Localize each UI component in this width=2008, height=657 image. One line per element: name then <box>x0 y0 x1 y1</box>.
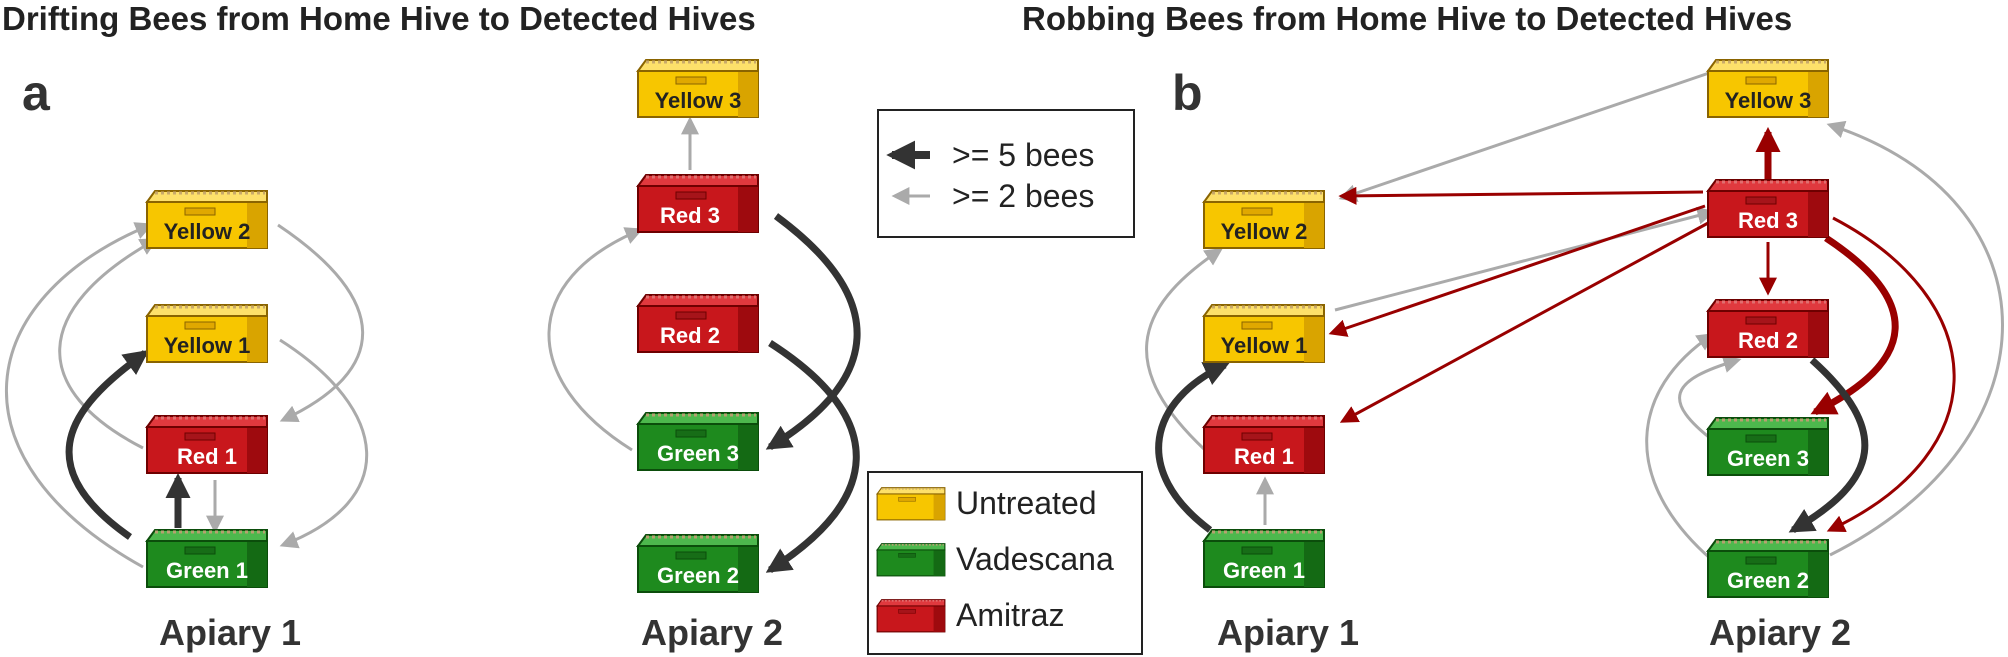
hive-label: Green 3 <box>1727 446 1809 471</box>
hive-label: Red 2 <box>660 323 720 348</box>
panel-b-arrows <box>1145 70 2004 562</box>
hive-red1-b: Red 1 <box>1202 414 1326 475</box>
hive-yellow1-b: Yellow 1 <box>1202 303 1326 364</box>
arrow-red1-yellow2 <box>58 238 159 450</box>
apiary-label-b2: Apiary 2 <box>1709 612 1851 653</box>
arrow-b-yellow1-red3 <box>1334 206 1716 312</box>
hive-label: Yellow 2 <box>1221 219 1308 244</box>
legend-amitraz-label: Amitraz <box>956 597 1064 633</box>
arrow-b-red3-red1 <box>1339 220 1711 423</box>
hive-red2-b: Red 2 <box>1706 298 1830 359</box>
hive-green2-b: Green 2 <box>1706 538 1830 599</box>
arrow-b-green3-red2 <box>1678 355 1742 444</box>
arrow-green1-yellow2 <box>4 222 154 569</box>
arrow-b-green2-yellow3 <box>1826 120 2004 557</box>
arrow-b-red3-green2 <box>1826 216 1956 532</box>
arrow-yellow2-red1 <box>277 223 365 423</box>
legend-green-hive-icon <box>876 542 946 577</box>
hive-label: Yellow 1 <box>164 333 251 358</box>
hive-label: Red 2 <box>1738 328 1798 353</box>
hive-green3-b: Green 3 <box>1706 416 1830 477</box>
panel-label-a: a <box>22 65 51 121</box>
arrow-b-yellow3-yellow2 <box>1338 70 1713 202</box>
hive-red2-a: Red 2 <box>636 293 760 354</box>
hive-label: Green 2 <box>1727 568 1809 593</box>
arrow-green1-yellow1-strong <box>65 350 150 540</box>
arrow-b-red1-yellow2 <box>1145 248 1223 452</box>
arrow-legend: >= 5 bees >= 2 bees <box>877 109 1135 238</box>
legend-untreated-label: Untreated <box>956 485 1097 521</box>
panel-a-arrows <box>4 116 861 573</box>
arrow-red3-green3-strong <box>765 213 861 450</box>
panel-label-b: b <box>1172 65 1203 121</box>
hive-red3-b: Red 3 <box>1706 178 1830 239</box>
arrow-b-green2-red2 <box>1645 332 1715 562</box>
apiary-label-a2: Apiary 2 <box>641 612 783 653</box>
panel-a-hives: Yellow 2 Yellow 1 Red 1 Green 1 Yellow 3… <box>145 58 760 594</box>
arrow-b-red3-green3-strong <box>1810 235 1899 416</box>
legend-yellow-hive-icon <box>876 486 946 521</box>
hive-green1-a: Green 1 <box>145 528 269 589</box>
treatment-legend: Untreated Vadescana Amitraz <box>867 471 1143 655</box>
legend-vadescana-label: Vadescana <box>956 541 1114 577</box>
arrow-b-green1-yellow1-strong <box>1155 361 1230 533</box>
hive-label: Red 3 <box>660 203 720 228</box>
title-robbing: Robbing Bees from Home Hive to Detected … <box>1022 0 1792 37</box>
hive-yellow3-b: Yellow 3 <box>1706 58 1830 119</box>
hive-green3-a: Green 3 <box>636 411 760 472</box>
hive-label: Yellow 1 <box>1221 333 1308 358</box>
arrow-yellow1-green1 <box>279 338 369 549</box>
hive-yellow3-a: Yellow 3 <box>636 58 760 119</box>
hive-red3-a: Red 3 <box>636 173 760 234</box>
hive-label: Green 1 <box>166 558 248 583</box>
hive-green1-b: Green 1 <box>1202 528 1326 589</box>
arrow-b-red3-yellow1 <box>1328 204 1706 337</box>
hive-label: Green 1 <box>1223 558 1305 583</box>
hive-green2-a: Green 2 <box>636 533 760 594</box>
hive-label: Red 1 <box>1234 444 1294 469</box>
hive-label: Green 2 <box>657 563 739 588</box>
hive-label: Yellow 2 <box>164 219 251 244</box>
arrow-red2-green2-strong <box>765 340 860 573</box>
title-drifting: Drifting Bees from Home Hive to Detected… <box>2 0 756 37</box>
hive-label: Yellow 3 <box>655 88 742 113</box>
hive-yellow2-a: Yellow 2 <box>145 189 269 250</box>
hive-yellow2-b: Yellow 2 <box>1202 189 1326 250</box>
arrow-b-red3-yellow2 <box>1338 186 1704 205</box>
hive-yellow1-a: Yellow 1 <box>145 303 269 364</box>
panel-b-hives: Yellow 2 Yellow 1 Red 1 Green 1 Yellow 3… <box>1202 58 1830 599</box>
hive-label: Red 1 <box>177 444 237 469</box>
apiary-label-a1: Apiary 1 <box>159 612 301 653</box>
legend-strong-label: >= 5 bees <box>952 137 1094 173</box>
arrow-green3-red3 <box>547 227 644 452</box>
hive-label: Yellow 3 <box>1725 88 1812 113</box>
arrow-b-red2-green2-strong <box>1788 357 1869 534</box>
hive-label: Green 3 <box>657 441 739 466</box>
legend-weak-label: >= 2 bees <box>952 178 1094 214</box>
hive-label: Red 3 <box>1738 208 1798 233</box>
hive-red1-a: Red 1 <box>145 414 269 475</box>
apiary-label-b1: Apiary 1 <box>1217 612 1359 653</box>
legend-red-hive-icon <box>876 598 946 633</box>
